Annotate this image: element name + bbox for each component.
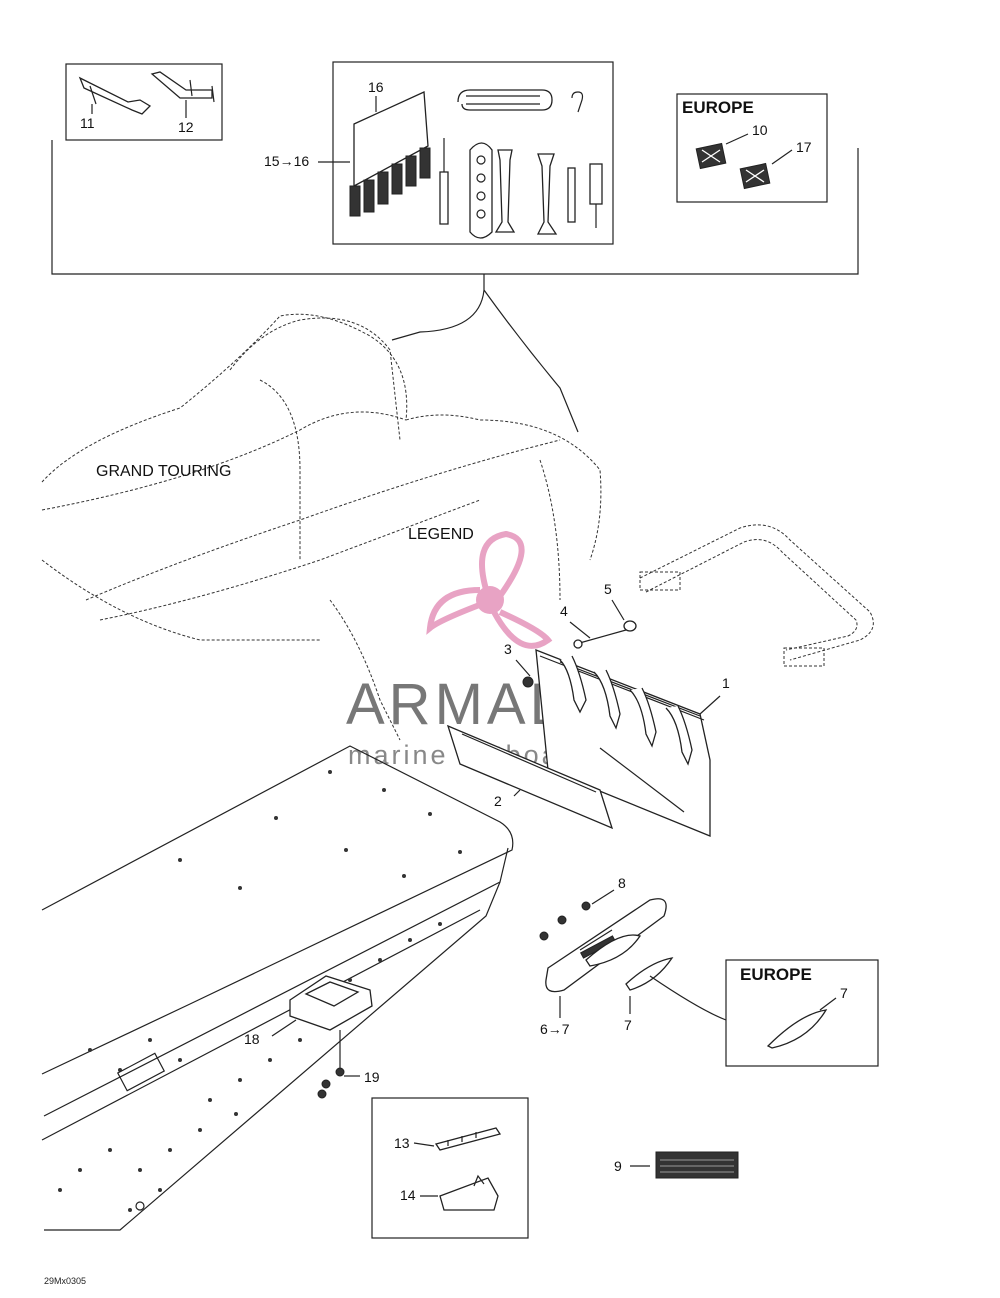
europe-title-top: EUROPE: [682, 98, 754, 117]
callout-14: 14: [400, 1187, 416, 1203]
tool-pouch-sockets: [349, 147, 431, 217]
callout-1: 1: [722, 675, 730, 691]
model-label-grand-touring: GRAND TOURING: [96, 463, 231, 480]
tunnel-frame: [41, 745, 514, 1231]
inset-tool-kit-box: 16 15→16: [264, 61, 614, 245]
callout-5: 5: [604, 581, 612, 597]
callout-2: 2: [494, 793, 502, 809]
callout-13: 13: [394, 1135, 410, 1151]
tail-light-housing: 18 19: [244, 975, 380, 1099]
inset-wrench-box: 11 12: [65, 63, 223, 141]
inset-bracket: [51, 140, 859, 275]
callout-8: 8: [618, 875, 626, 891]
inset-europe-bottom-box: EUROPE 7: [725, 959, 879, 1067]
drawing-code: 29Mx0305: [44, 1276, 86, 1286]
side-deflector-assembly: 8 6→7 7: [539, 875, 727, 1037]
callout-19: 19: [364, 1069, 380, 1085]
callout-12: 12: [178, 119, 194, 135]
callout-6-7: 6→7: [540, 1021, 570, 1037]
callout-10: 10: [752, 122, 768, 138]
inset-brackets-box: 13 14: [371, 1097, 529, 1239]
europe-title-bottom: EUROPE: [740, 965, 812, 984]
callout-11: 11: [80, 115, 95, 131]
callout-7-europe: 7: [840, 985, 848, 1001]
callout-3: 3: [504, 641, 512, 657]
decal-9: 9: [614, 1151, 739, 1179]
inset-europe-top-box: EUROPE 10 17: [676, 93, 828, 203]
callout-16: 16: [368, 79, 384, 95]
rear-rack-assembly: 1 2 3 4 5: [446, 581, 730, 837]
callout-9: 9: [614, 1158, 622, 1174]
callout-15-16: 15→16: [264, 153, 309, 169]
model-label-legend: LEGEND: [408, 526, 474, 543]
callout-7-deflector: 7: [624, 1017, 632, 1033]
callout-4: 4: [560, 603, 568, 619]
callout-17: 17: [796, 139, 812, 155]
tunnel-rivets: [58, 770, 462, 1212]
seat-outline: [41, 313, 602, 741]
grab-handle-outline: [639, 524, 874, 667]
callout-18: 18: [244, 1031, 260, 1047]
